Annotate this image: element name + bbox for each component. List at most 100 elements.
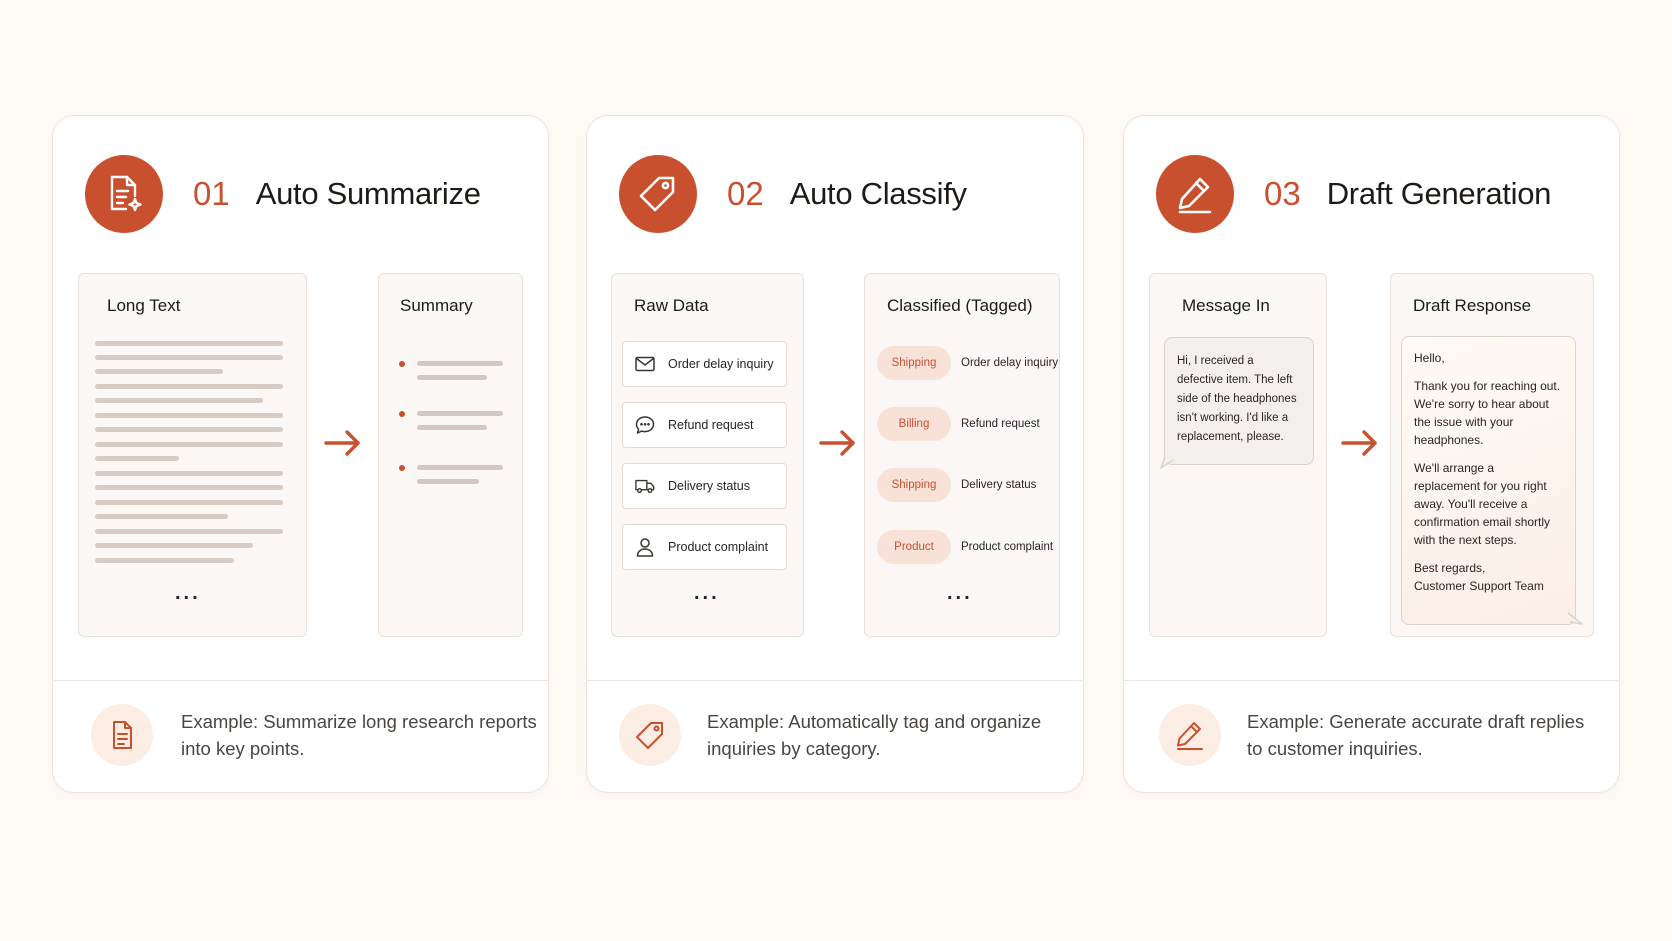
draft-signoff: Best regards,: [1414, 561, 1486, 575]
card-auto-classify: 02 Auto Classify Raw Data Order delay in…: [586, 115, 1084, 793]
tag-icon: [619, 155, 697, 233]
divider: [587, 680, 1083, 681]
step-number: 01: [193, 175, 230, 212]
card-header: 03 Draft Generation: [1156, 154, 1551, 234]
tagged-item-label: Order delay inquiry: [961, 357, 1059, 369]
panel-title: Message In: [1182, 296, 1270, 315]
panel-title: Raw Data: [634, 296, 709, 315]
text-line: [95, 355, 283, 360]
raw-item: Order delay inquiry: [622, 341, 787, 387]
category-tag: Shipping: [877, 346, 951, 380]
raw-item-label: Delivery status: [668, 479, 750, 493]
pencil-icon: [1159, 704, 1221, 766]
tagged-item-label: Delivery status: [961, 479, 1037, 491]
card-title: Auto Classify: [789, 176, 967, 211]
footer-example-text: Example: Summarize long research reports…: [181, 711, 537, 759]
tagged-row: Product Product complaint: [877, 530, 1053, 564]
text-line: [95, 514, 228, 519]
raw-item-label: Product complaint: [668, 540, 769, 554]
text-line: [95, 427, 283, 432]
tagged-item-label: Refund request: [961, 418, 1040, 430]
raw-item-label: Order delay inquiry: [668, 357, 774, 371]
card-header: 02 Auto Classify: [619, 154, 967, 234]
summary-line: [417, 425, 487, 430]
text-line: [95, 456, 179, 461]
card-title: Auto Summarize: [255, 176, 481, 211]
person-icon: [635, 537, 655, 557]
arrow-right-icon: [324, 430, 360, 456]
panel-title: Long Text: [107, 296, 181, 315]
card-title: Draft Generation: [1326, 176, 1552, 211]
panel-long-text: Long Text ...: [78, 273, 307, 637]
raw-item: Refund request: [622, 402, 787, 448]
text-line: [95, 398, 263, 403]
text-line: [95, 413, 283, 418]
tagged-row: Billing Refund request: [877, 407, 1040, 441]
panel-raw-data: Raw Data Order delay inquiry Refund requ…: [611, 273, 804, 637]
step-number: 02: [727, 175, 764, 212]
summary-line: [417, 375, 487, 380]
text-line: [95, 500, 283, 505]
text-line: [95, 341, 283, 346]
bullet: [399, 411, 405, 417]
category-tag: Product: [877, 530, 951, 564]
raw-item-label: Refund request: [668, 418, 754, 432]
bullet: [399, 465, 405, 471]
incoming-message-bubble: Hi, I received a defective item. The lef…: [1164, 337, 1314, 465]
category-tag: Billing: [877, 407, 951, 441]
card-auto-summarize: 01 Auto Summarize Long Text ... Summary: [52, 115, 549, 793]
footer-example-text: Example: Generate accurate draft replies…: [1247, 711, 1585, 759]
truck-icon: [635, 476, 655, 496]
pencil-icon: [1156, 155, 1234, 233]
tagged-row: Shipping Order delay inquiry: [877, 346, 1058, 380]
card-draft-generation: 03 Draft Generation Message In Hi, I rec…: [1123, 115, 1620, 793]
bubble-tail: [1567, 612, 1583, 625]
text-line: [95, 558, 234, 563]
category-tag: Shipping: [877, 468, 951, 502]
chat-bubble-icon: [635, 415, 655, 435]
text-line: [95, 485, 283, 490]
step-number: 03: [1264, 175, 1301, 212]
tag-icon: [619, 704, 681, 766]
divider: [1124, 680, 1619, 681]
text-line: [95, 529, 283, 534]
document-sparkle-icon: [85, 155, 163, 233]
draft-signature: Customer Support Team: [1414, 579, 1544, 593]
ellipsis: ...: [175, 582, 201, 604]
ellipsis: ...: [694, 582, 720, 604]
text-line: [95, 384, 283, 389]
draft-greeting: Hello,: [1414, 351, 1445, 365]
panel-title: Classified (Tagged): [887, 296, 1033, 315]
tagged-item-label: Product complaint: [961, 541, 1054, 553]
panel-title: Summary: [400, 296, 473, 315]
ellipsis: ...: [947, 582, 973, 604]
panel-draft-response: Draft Response Hello, Thank you for reac…: [1390, 273, 1594, 637]
text-line: [95, 369, 223, 374]
panel-title: Draft Response: [1413, 296, 1532, 315]
document-icon: [91, 704, 153, 766]
arrow-right-icon: [819, 430, 855, 456]
footer-example-text: Example: Automatically tag and organize …: [707, 711, 1042, 759]
bubble-tail: [1160, 457, 1174, 469]
summary-line: [417, 411, 503, 416]
arrow-right-icon: [1341, 430, 1377, 456]
draft-paragraph: Thank you for reaching out. We're sorry …: [1414, 379, 1561, 447]
panel-summary: Summary: [378, 273, 523, 637]
draft-response-bubble: Hello, Thank you for reaching out. We're…: [1401, 336, 1576, 625]
panel-message-in: Message In Hi, I received a defective it…: [1149, 273, 1327, 637]
text-line: [95, 471, 283, 476]
summary-line: [417, 361, 503, 366]
raw-item: Product complaint: [622, 524, 787, 570]
envelope-icon: [635, 354, 655, 374]
bullet: [399, 361, 405, 367]
tagged-row: Shipping Delivery status: [877, 468, 1036, 502]
text-line: [95, 543, 253, 548]
summary-line: [417, 465, 503, 470]
summary-line: [417, 479, 479, 484]
draft-paragraph: We'll arrange a replacement for you righ…: [1414, 461, 1551, 547]
divider: [53, 680, 548, 681]
card-header: 01 Auto Summarize: [85, 154, 481, 234]
raw-item: Delivery status: [622, 463, 787, 509]
panel-classified: Classified (Tagged) Shipping Order delay…: [864, 273, 1060, 637]
text-line: [95, 442, 283, 447]
